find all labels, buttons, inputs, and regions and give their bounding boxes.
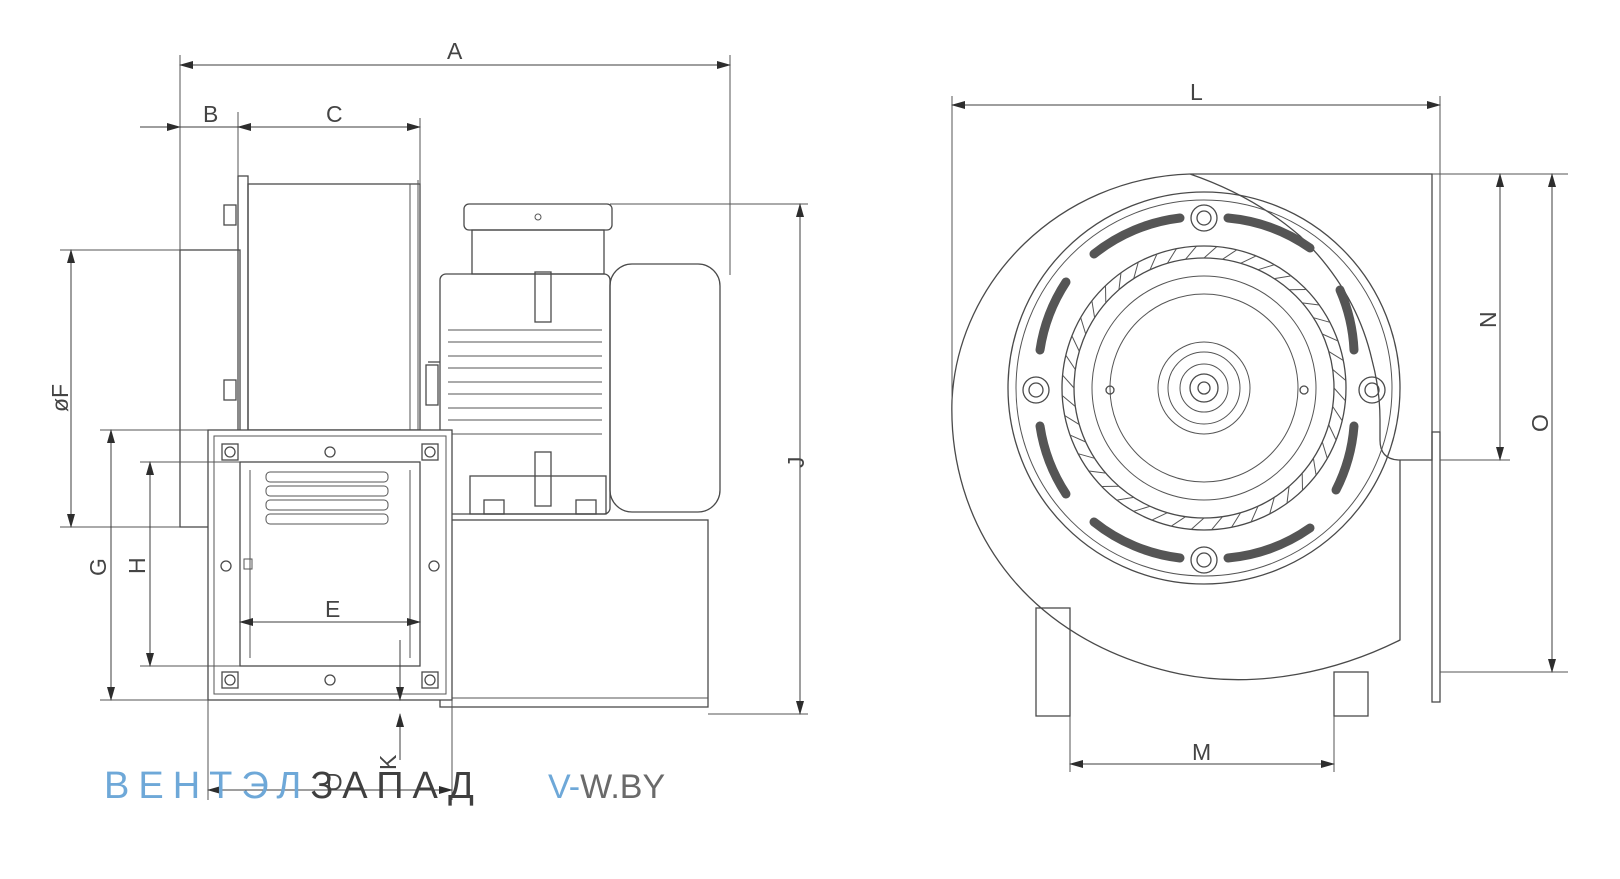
impeller-blade	[1269, 497, 1275, 515]
impeller-blade	[1328, 350, 1344, 361]
terminal-box	[471, 229, 605, 275]
impeller-blade	[1302, 302, 1320, 306]
impeller-blade	[1149, 253, 1158, 270]
impeller-blade	[1332, 406, 1343, 422]
front-view	[951, 173, 1441, 717]
impeller-blade	[1222, 249, 1238, 260]
impeller-blade	[1240, 255, 1257, 264]
impeller-blade	[1062, 374, 1075, 389]
volute-scroll	[951, 173, 1401, 681]
brand-watermark: ВЕНТЭЛЗАПАД	[104, 765, 483, 808]
impeller-blade	[1088, 470, 1106, 474]
impeller-blade	[1080, 317, 1087, 335]
foot-left	[1035, 607, 1071, 717]
impeller-blade	[1231, 512, 1242, 528]
outlet-flange	[207, 429, 453, 701]
impeller-blade	[1313, 317, 1331, 323]
impeller-blade	[1116, 496, 1134, 501]
impeller-blade	[1328, 424, 1337, 441]
front-view-dimensions	[951, 96, 1568, 772]
terminal-box-lid	[463, 203, 613, 231]
motor-fan-cover	[609, 263, 721, 513]
foot-right	[1333, 671, 1369, 717]
label-J: J	[783, 457, 809, 469]
impeller-blade	[1064, 415, 1080, 426]
impeller-blade	[1312, 458, 1317, 476]
impeller-blade	[1133, 505, 1151, 512]
impeller-blade	[1118, 272, 1122, 290]
impeller-blade	[1286, 486, 1290, 504]
site-watermark: V-W.BY	[548, 768, 665, 807]
volute-housing	[247, 183, 421, 431]
motor	[425, 203, 721, 515]
site-part-1: V-	[548, 768, 581, 806]
label-L: L	[1190, 79, 1203, 105]
label-C: C	[326, 101, 343, 127]
label-A: A	[447, 38, 463, 64]
label-H: H	[124, 557, 150, 574]
impeller-blade	[1322, 333, 1339, 342]
impeller-blade	[1332, 369, 1347, 381]
impeller-blade	[1151, 512, 1168, 521]
impeller-blade	[1061, 395, 1076, 407]
label-M: M	[1192, 739, 1211, 765]
impeller-blade	[1211, 516, 1223, 531]
brand-part-2: ЗАПАД	[310, 765, 483, 807]
label-O: O	[1527, 414, 1553, 432]
impeller-blades	[1061, 245, 1347, 531]
front-plate	[1007, 191, 1401, 585]
outlet-opening	[239, 461, 421, 667]
label-E: E	[325, 596, 340, 622]
impeller-blade	[1065, 354, 1076, 370]
label-B: B	[203, 101, 218, 127]
impeller-blade	[1321, 441, 1328, 459]
impeller-blade	[1077, 453, 1095, 459]
brand-part-1: ВЕНТЭЛ	[104, 765, 311, 807]
impeller-blade	[1203, 246, 1218, 259]
impeller-blade	[1166, 248, 1177, 264]
label-G: G	[85, 558, 111, 576]
impeller-outer	[1061, 245, 1347, 531]
impeller-blade	[1071, 335, 1080, 352]
impeller-blade	[1091, 300, 1096, 318]
side-view	[179, 175, 721, 708]
mounting-slots	[1035, 213, 1359, 563]
label-D: D	[326, 769, 343, 795]
impeller-blade	[1257, 264, 1275, 271]
impeller-blade	[1069, 434, 1086, 443]
impeller-blade	[1170, 516, 1186, 527]
site-part-2: W.BY	[580, 768, 666, 806]
impeller-blade	[1333, 387, 1346, 402]
side-view-dimensions	[60, 55, 808, 800]
impeller-blade	[1274, 275, 1292, 280]
label-N: N	[1475, 311, 1501, 328]
impeller-blade	[1190, 517, 1205, 530]
impeller-blade	[1185, 245, 1197, 260]
impeller-blade	[1133, 261, 1139, 279]
base-frame	[439, 519, 709, 708]
impeller-blade	[1250, 506, 1259, 523]
label-F: øF	[47, 384, 73, 412]
dimension-labels: A B C E D øF G H J K L M N O	[47, 38, 1553, 795]
shaft	[1197, 381, 1211, 395]
bolts	[1022, 204, 1386, 574]
label-K: K	[375, 754, 401, 770]
